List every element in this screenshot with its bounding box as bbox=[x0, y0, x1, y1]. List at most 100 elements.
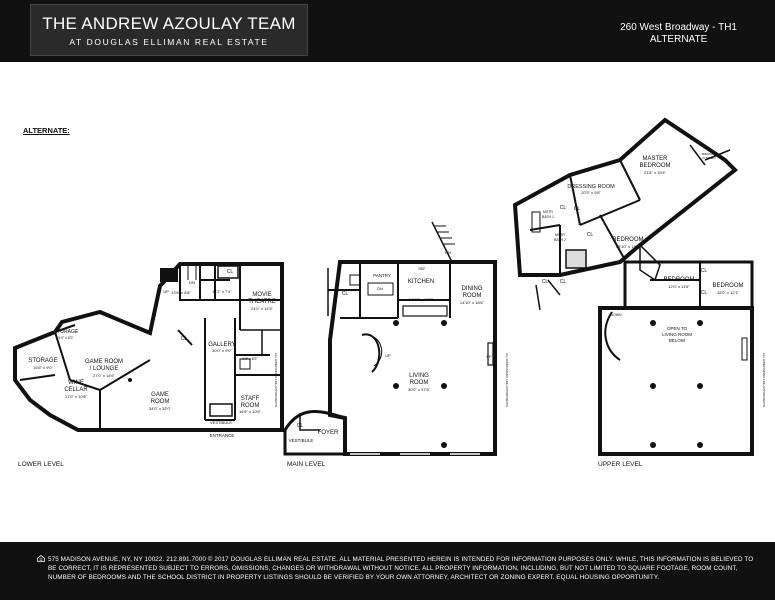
brand-logo[interactable]: THE ANDREW AZOULAY TEAM AT DOUGLAS ELLIM… bbox=[30, 4, 308, 56]
svg-text:STORAGE: STORAGE bbox=[28, 358, 57, 364]
svg-text:DRESSING ROOM: DRESSING ROOM bbox=[567, 184, 615, 190]
svg-text:ROOM: ROOM bbox=[463, 293, 482, 299]
svg-text:FP: FP bbox=[486, 354, 491, 359]
svg-text:11'2" x 7'4": 11'2" x 7'4" bbox=[212, 289, 232, 294]
equal-housing-icon bbox=[37, 555, 45, 562]
svg-text:CL: CL bbox=[342, 291, 349, 297]
svg-text:12'0" x 11'6": 12'0" x 11'6" bbox=[668, 284, 690, 289]
upper-level-label: UPPER LEVEL bbox=[598, 461, 643, 468]
svg-text:24'0" x 14'5": 24'0" x 14'5" bbox=[251, 306, 274, 311]
svg-text:KITCHEN: KITCHEN bbox=[702, 156, 715, 160]
svg-text:CL: CL bbox=[574, 206, 581, 212]
svg-text:DINING: DINING bbox=[462, 286, 483, 292]
svg-text:VESTIBULE: VESTIBULE bbox=[210, 420, 232, 425]
lower-level-label: LOWER LEVEL bbox=[18, 461, 64, 468]
floor-plan: STORAGE 9'4" x 5'3" STORAGE 15'6" x 9'0"… bbox=[13, 117, 766, 456]
svg-text:16'6" x 10'6": 16'6" x 10'6" bbox=[239, 409, 262, 414]
svg-text:GAME: GAME bbox=[151, 392, 169, 398]
svg-text:STAFF: STAFF bbox=[241, 396, 260, 402]
svg-text:13'6" x 6'8": 13'6" x 6'8" bbox=[171, 290, 191, 295]
svg-text:DOWN: DOWN bbox=[610, 313, 622, 317]
main-level-label: MAIN LEVEL bbox=[287, 461, 326, 468]
svg-text:DN: DN bbox=[189, 280, 195, 285]
lower-level-labels: STORAGE 9'4" x 5'3" STORAGE 15'6" x 9'0"… bbox=[28, 269, 278, 438]
footer-bar: 575 MADISON AVENUE, NY, NY 10022. 212.89… bbox=[0, 542, 775, 600]
svg-text:13'10" x 13'3": 13'10" x 13'3" bbox=[616, 244, 641, 249]
svg-text:REF: REF bbox=[419, 267, 426, 271]
svg-text:CL: CL bbox=[181, 336, 188, 342]
svg-text:BATH 1: BATH 1 bbox=[542, 215, 554, 219]
upper-level-plan bbox=[512, 117, 754, 456]
plan-version: ALTERNATE bbox=[649, 34, 708, 45]
svg-text:ALL DIMENSIONS ARE APPROXIMATE: ALL DIMENSIONS ARE APPROXIMATE bbox=[762, 353, 766, 407]
svg-text:OPEN TO: OPEN TO bbox=[667, 326, 688, 331]
legal-disclaimer: 575 MADISON AVENUE, NY, NY 10022. 212.89… bbox=[48, 556, 754, 581]
svg-text:ENTRANCE: ENTRANCE bbox=[210, 433, 235, 438]
svg-text:27'0" x 14'6": 27'0" x 14'6" bbox=[93, 373, 116, 378]
svg-text:PANTRY: PANTRY bbox=[373, 273, 391, 278]
svg-text:14'10" x 12'3": 14'10" x 12'3" bbox=[409, 297, 434, 302]
svg-text:CL: CL bbox=[560, 205, 567, 211]
brand-name: THE ANDREW AZOULAY TEAM bbox=[42, 14, 296, 33]
svg-text:CL: CL bbox=[542, 279, 549, 285]
listing-address: 260 West Broadway - TH1 ALTERNATE bbox=[620, 22, 737, 46]
svg-text:14'10" x 18'6": 14'10" x 18'6" bbox=[460, 300, 485, 305]
svg-text:BATH 2: BATH 2 bbox=[554, 238, 566, 242]
svg-text:34'0" x 32'0": 34'0" x 32'0" bbox=[149, 406, 172, 411]
upper-level-labels: MASTER BEDROOM 21'8" x 15'4" MIDNIGHT KI… bbox=[542, 152, 766, 407]
svg-text:FOYER: FOYER bbox=[318, 430, 339, 436]
brand-subtitle: AT DOUGLAS ELLIMAN REAL ESTATE bbox=[69, 37, 269, 47]
svg-text:GAME ROOM: GAME ROOM bbox=[85, 359, 123, 365]
svg-text:BEDROOM: BEDROOM bbox=[639, 163, 670, 169]
svg-text:MOVIE: MOVIE bbox=[252, 292, 271, 298]
svg-text:UP: UP bbox=[163, 289, 169, 294]
svg-text:30'0" x 37'6": 30'0" x 37'6" bbox=[408, 387, 431, 392]
svg-text:ROOM: ROOM bbox=[410, 380, 429, 386]
svg-text:KITCHEN: KITCHEN bbox=[408, 279, 434, 285]
svg-text:LIVING: LIVING bbox=[409, 373, 429, 379]
svg-text:CL: CL bbox=[701, 268, 708, 274]
svg-text:ROOM: ROOM bbox=[151, 399, 170, 405]
lower-level-plan bbox=[13, 262, 284, 432]
svg-text:CL: CL bbox=[587, 232, 594, 238]
svg-text:DN: DN bbox=[445, 250, 451, 255]
svg-text:ROOM: ROOM bbox=[241, 403, 260, 409]
svg-text:9'4" x 5'3": 9'4" x 5'3" bbox=[58, 336, 74, 340]
svg-text:21'8" x 15'4": 21'8" x 15'4" bbox=[644, 170, 667, 175]
svg-text:BELOW: BELOW bbox=[669, 338, 686, 343]
header-bar: THE ANDREW AZOULAY TEAM AT DOUGLAS ELLIM… bbox=[0, 0, 775, 62]
svg-text:BEDROOM: BEDROOM bbox=[712, 283, 743, 289]
svg-text:MASTER: MASTER bbox=[642, 156, 668, 162]
svg-text:MIDNIGHT: MIDNIGHT bbox=[702, 152, 717, 156]
svg-text:LIVING ROOM: LIVING ROOM bbox=[662, 332, 692, 337]
svg-text:9'0" x 8'5": 9'0" x 8'5" bbox=[242, 357, 258, 361]
svg-text:WINE: WINE bbox=[68, 380, 84, 386]
svg-text:20'3" x 9'8": 20'3" x 9'8" bbox=[581, 190, 601, 195]
svg-text:ALL DIMENSIONS ARE APPROXIMATE: ALL DIMENSIONS ARE APPROXIMATE bbox=[505, 353, 509, 407]
svg-text:CL: CL bbox=[297, 423, 304, 429]
svg-text:/ LOUNGE: / LOUNGE bbox=[90, 366, 119, 372]
svg-text:ALL DIMENSIONS ARE APPROXIMATE: ALL DIMENSIONS ARE APPROXIMATE bbox=[274, 353, 278, 407]
svg-text:CL: CL bbox=[560, 279, 567, 285]
svg-text:VESTIBULE: VESTIBULE bbox=[289, 438, 314, 443]
svg-text:15'6" x 9'0": 15'6" x 9'0" bbox=[33, 365, 53, 370]
svg-text:BEDROOM: BEDROOM bbox=[612, 237, 643, 243]
svg-text:MSTR: MSTR bbox=[543, 210, 553, 214]
svg-text:STORAGE: STORAGE bbox=[54, 329, 79, 335]
svg-text:CL: CL bbox=[701, 290, 708, 296]
main-level-labels: CL DN PANTRY REF KITCHEN 14'10" x 12'3" … bbox=[289, 250, 509, 443]
svg-text:CL: CL bbox=[227, 269, 234, 275]
main-level-plan bbox=[283, 221, 497, 456]
svg-text:BEDROOM: BEDROOM bbox=[663, 277, 694, 283]
svg-text:GALLERY: GALLERY bbox=[208, 342, 236, 348]
svg-text:15'0" x 12'1": 15'0" x 12'1" bbox=[717, 290, 740, 295]
svg-text:30'0" x 9'0": 30'0" x 9'0" bbox=[212, 348, 232, 353]
svg-text:THEATRE: THEATRE bbox=[248, 299, 276, 305]
alternate-label: ALTERNATE: bbox=[23, 126, 70, 135]
svg-text:MSTR: MSTR bbox=[555, 233, 565, 237]
svg-text:DN: DN bbox=[377, 286, 383, 291]
svg-text:21'0" x 10'8": 21'0" x 10'8" bbox=[65, 394, 88, 399]
address-text: 260 West Broadway - TH1 bbox=[620, 22, 737, 33]
svg-text:CELLAR: CELLAR bbox=[64, 387, 88, 393]
svg-text:UP: UP bbox=[385, 353, 391, 358]
